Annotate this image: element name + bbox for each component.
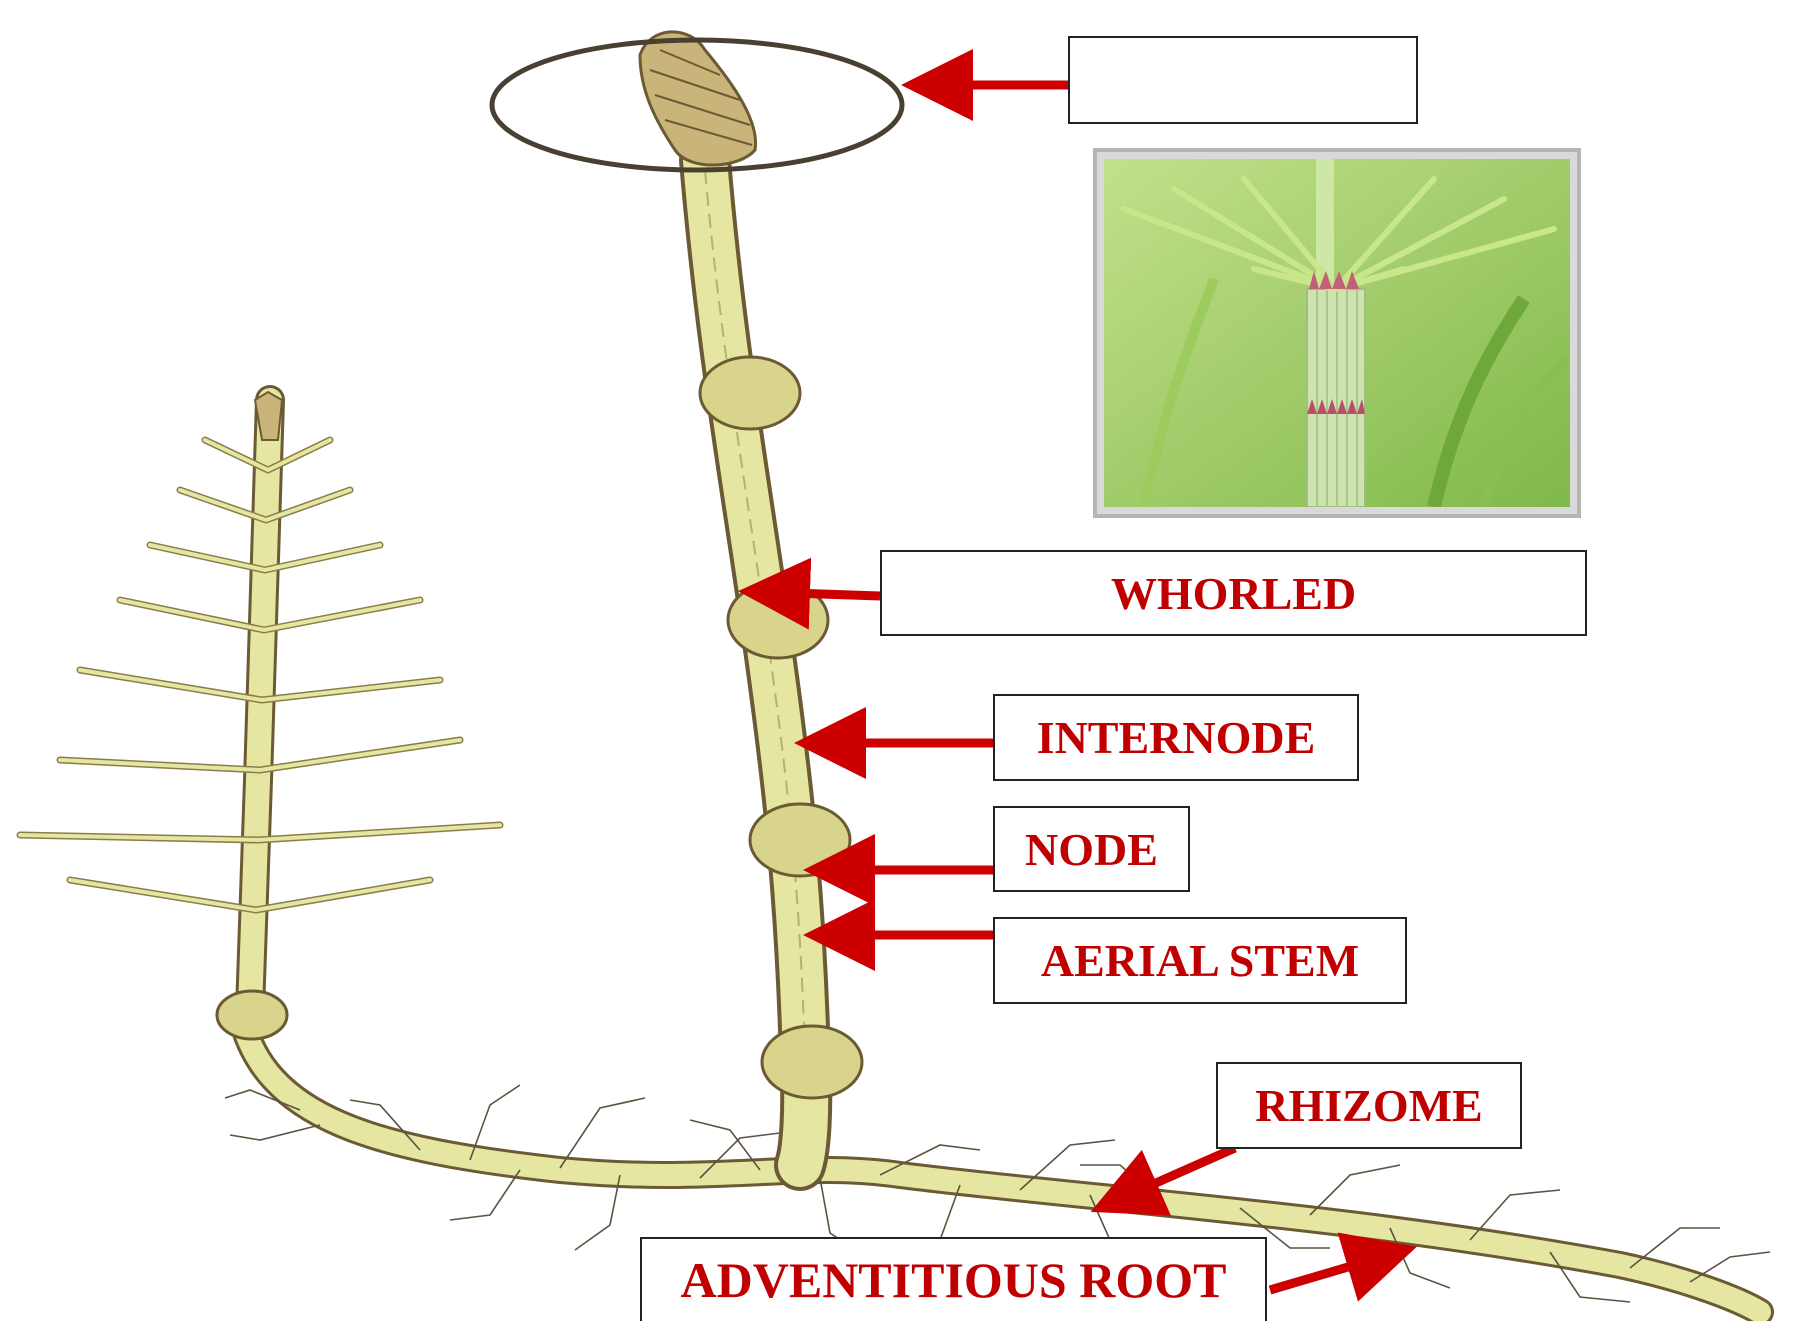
aerial-stem [705, 160, 806, 1165]
arrow-adventitious-root [1270, 1262, 1365, 1290]
label-node: NODE [993, 806, 1190, 892]
sterile-shoot [20, 392, 500, 1039]
arrow-rhizome [1140, 1148, 1235, 1190]
label-aerial-stem: AERIAL STEM [993, 917, 1407, 1004]
horsetail-photo [1104, 159, 1570, 507]
label-whorled: WHORLED [880, 550, 1587, 636]
arrow-whorled [792, 593, 880, 596]
label-adventitious-root: ADVENTITIOUS ROOT [640, 1237, 1267, 1321]
inset-photo [1093, 148, 1581, 518]
label-internode: INTERNODE [993, 694, 1359, 781]
strobilus [640, 32, 756, 165]
label-rhizome: RHIZOME [1216, 1062, 1522, 1149]
label-strobilus [1068, 36, 1418, 124]
